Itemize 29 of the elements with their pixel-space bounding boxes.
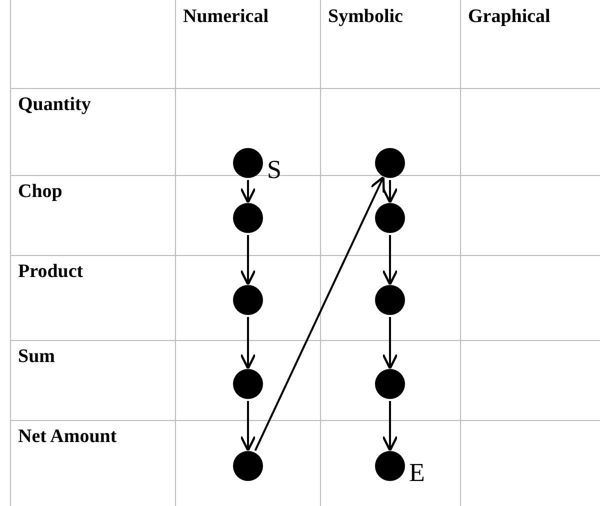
circle — [233, 451, 263, 481]
column-header: Symbolic — [327, 5, 404, 29]
arrow — [240, 401, 256, 452]
row-header: Quantity — [17, 93, 92, 117]
row-header: Sum — [17, 345, 56, 369]
circle — [375, 203, 405, 233]
circle — [375, 369, 405, 399]
arrow — [240, 235, 256, 286]
circle — [233, 285, 263, 315]
row-header: Chop — [17, 180, 64, 204]
circle — [233, 203, 263, 233]
arrow — [382, 401, 398, 452]
circle — [233, 148, 263, 178]
arrow — [382, 317, 398, 370]
row-header: Net Amount — [17, 425, 118, 449]
circle — [375, 451, 405, 481]
arrow — [254, 176, 385, 452]
column-header: Graphical — [467, 5, 552, 29]
circle — [233, 369, 263, 399]
row-header: Product — [17, 260, 84, 284]
circle — [375, 148, 405, 178]
circle — [375, 285, 405, 315]
column-header: Numerical — [182, 5, 270, 29]
arrow — [382, 235, 398, 286]
node-marker: E — [409, 460, 425, 486]
arrow — [240, 180, 256, 204]
arrow — [382, 180, 398, 204]
arrow — [240, 317, 256, 370]
node-marker: S — [267, 157, 282, 183]
